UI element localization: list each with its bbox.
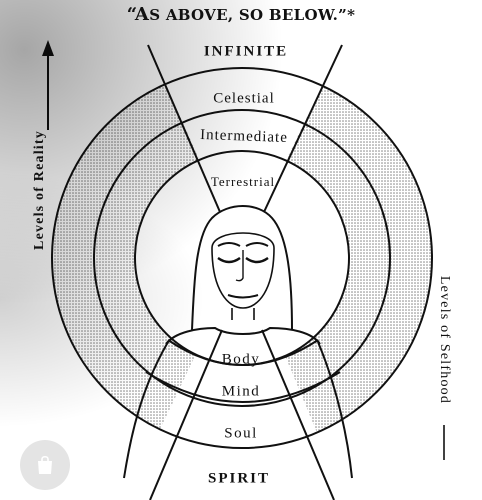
top-label-infinite: INFINITE: [203, 43, 289, 60]
figure-left-brow: [217, 242, 241, 247]
figure-shoulders: [165, 326, 321, 345]
ring-label-intermediate: Intermediate: [199, 126, 289, 147]
self-label-soul: Soul: [224, 425, 258, 442]
upper-cone-wedge: [148, 45, 342, 210]
figure-hair: [191, 205, 293, 331]
garment-right-edge: [317, 341, 353, 479]
outer-ring: [51, 67, 433, 449]
figure-face: [211, 232, 275, 309]
axis-label-levels-of-reality: Levels of Reality: [32, 130, 47, 250]
figure-left-eye: [217, 257, 241, 264]
cone-line-lower-right: [261, 329, 335, 500]
body-arc: [167, 339, 319, 366]
self-label-body: Body: [221, 351, 261, 368]
figure-neck: [231, 308, 255, 320]
ring-label-terrestrial: Terrestrial: [210, 174, 276, 189]
cone-line-upper-left: [147, 44, 221, 213]
figure-right-brow: [245, 242, 269, 247]
self-label-mind: Mind: [221, 383, 261, 400]
mind-arc: [145, 371, 341, 403]
middle-ring: [93, 109, 391, 407]
ring-label-celestial: Celestial: [213, 90, 275, 107]
arrow-up-icon: [42, 40, 54, 130]
bottom-label-spirit: SPIRIT: [207, 470, 271, 487]
axis-label-levels-of-selfhood: Levels of Selfhood: [437, 275, 452, 405]
page-title: “AS ABOVE, SO BELOW.”*: [126, 4, 356, 25]
figure-nose: [235, 250, 244, 282]
shopping-bag-button[interactable]: [20, 440, 70, 490]
lower-cone-wedge: [126, 300, 345, 500]
figure-mouth: [227, 294, 259, 299]
garment-left-edge: [123, 341, 169, 479]
shopping-bag-icon: [38, 455, 52, 474]
cone-line-lower-left: [149, 329, 223, 500]
figure-right-eye: [245, 257, 269, 264]
cone-line-upper-right: [263, 44, 343, 213]
